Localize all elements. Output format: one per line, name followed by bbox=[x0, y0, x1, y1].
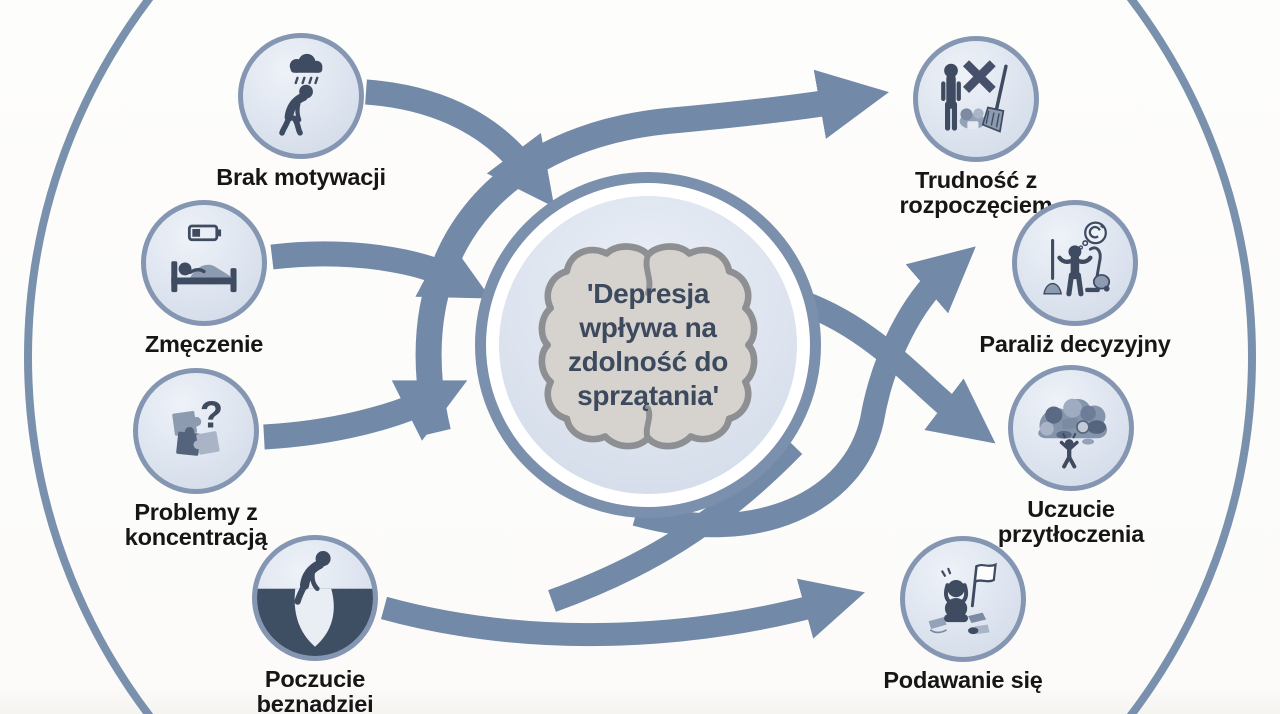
label-line: Podawanie się bbox=[883, 667, 1043, 693]
cause-node-brak-motywacji: Brak motywacji bbox=[186, 33, 416, 190]
node-label: Trudność z rozpoczęciem bbox=[899, 167, 1053, 219]
cause-circle-problemy: ? bbox=[133, 368, 259, 494]
node-label: Poczucie beznadziei bbox=[256, 666, 374, 714]
node-label: Paraliż decyzyjny bbox=[979, 331, 1171, 357]
rain-cloud-sad-person-icon bbox=[279, 53, 323, 136]
arrow-problemy-to-center bbox=[263, 380, 468, 450]
cause-node-problemy-z-koncentracja: ? Problemy z koncentracją bbox=[81, 368, 311, 551]
decorative-swoosh-band bbox=[548, 437, 803, 612]
central-statement-line: wpływa na bbox=[579, 311, 717, 343]
label-line: koncentracją bbox=[124, 524, 268, 551]
effect-node-trudnosc: Trudność z rozpoczęciem bbox=[861, 36, 1091, 219]
label-line: beznadziei bbox=[256, 691, 374, 714]
node-label: Problemy z koncentracją bbox=[124, 499, 268, 551]
label-line: przytłoczenia bbox=[997, 521, 1145, 548]
central-statement-line: 'Depresja bbox=[586, 277, 710, 309]
arrow-center-to-paraliz bbox=[632, 246, 976, 538]
effect-node-paraliz: Paraliż decyzyjny bbox=[960, 200, 1190, 357]
label-line: Paraliż decyzyjny bbox=[979, 331, 1171, 357]
central-statement-line: zdolność do bbox=[567, 346, 729, 377]
arrow-poczucie-to-podawanie bbox=[380, 578, 865, 647]
brain-icon bbox=[538, 243, 758, 450]
label-line: Uczucie bbox=[1027, 496, 1115, 522]
label-line: Zmęczenie bbox=[144, 331, 264, 357]
cause-circle-brak-motywacji bbox=[238, 33, 364, 159]
person-under-clutter-pile-icon bbox=[1038, 398, 1108, 469]
arrow-center-to-uczucie bbox=[788, 287, 996, 444]
cause-node-poczucie-beznadziei: Poczucie beznadziei bbox=[200, 535, 430, 714]
cause-circle-poczucie bbox=[252, 535, 378, 661]
effect-circle-paraliz bbox=[1012, 200, 1138, 326]
central-statement-line: sprzątania' bbox=[577, 380, 719, 412]
kneeling-person-white-flag-icon bbox=[928, 562, 997, 635]
central-statement: 'Depresja wpływa na zdolność do sprzątan… bbox=[499, 196, 797, 494]
svg-text:?: ? bbox=[200, 395, 223, 437]
effect-node-uczucie: Uczucie przytłoczenia bbox=[956, 365, 1186, 548]
node-label: Brak motywacji bbox=[216, 164, 386, 190]
label-line: rozpoczęciem bbox=[899, 192, 1053, 219]
label-line: Problemy z bbox=[134, 499, 258, 525]
person-looking-into-pit-icon bbox=[257, 551, 373, 656]
person-x-mess-broom-icon bbox=[941, 60, 1008, 133]
effect-circle-uczucie bbox=[1008, 365, 1134, 491]
label-line: Trudność z bbox=[914, 167, 1038, 193]
effect-circle-trudnosc bbox=[913, 36, 1039, 162]
puzzle-question-mark-icon: ? bbox=[172, 395, 223, 456]
label-line: Poczucie bbox=[264, 666, 366, 692]
label-line: Brak motywacji bbox=[216, 164, 386, 190]
effect-node-podawanie: Podawanie się bbox=[848, 536, 1078, 693]
central-node: 'Depresja wpływa na zdolność do sprzątan… bbox=[475, 172, 821, 518]
central-node-disc: 'Depresja wpływa na zdolność do sprzątan… bbox=[499, 196, 797, 494]
node-label: Uczucie przytłoczenia bbox=[997, 496, 1145, 548]
cause-circle-zmeczenie bbox=[141, 200, 267, 326]
arrow-brak-motywacji-to-center bbox=[364, 79, 555, 208]
node-label: Podawanie się bbox=[883, 667, 1043, 693]
arrow-center-to-trudnosc bbox=[415, 69, 889, 435]
shrugging-person-mop-vacuum-icon bbox=[1043, 221, 1111, 297]
low-battery-person-in-bed-icon bbox=[171, 224, 237, 293]
node-label: Zmęczenie bbox=[144, 331, 264, 357]
outer-frame-ellipse bbox=[24, 0, 1256, 714]
cause-node-zmeczenie: Zmęczenie bbox=[89, 200, 319, 357]
effect-circle-podawanie bbox=[900, 536, 1026, 662]
